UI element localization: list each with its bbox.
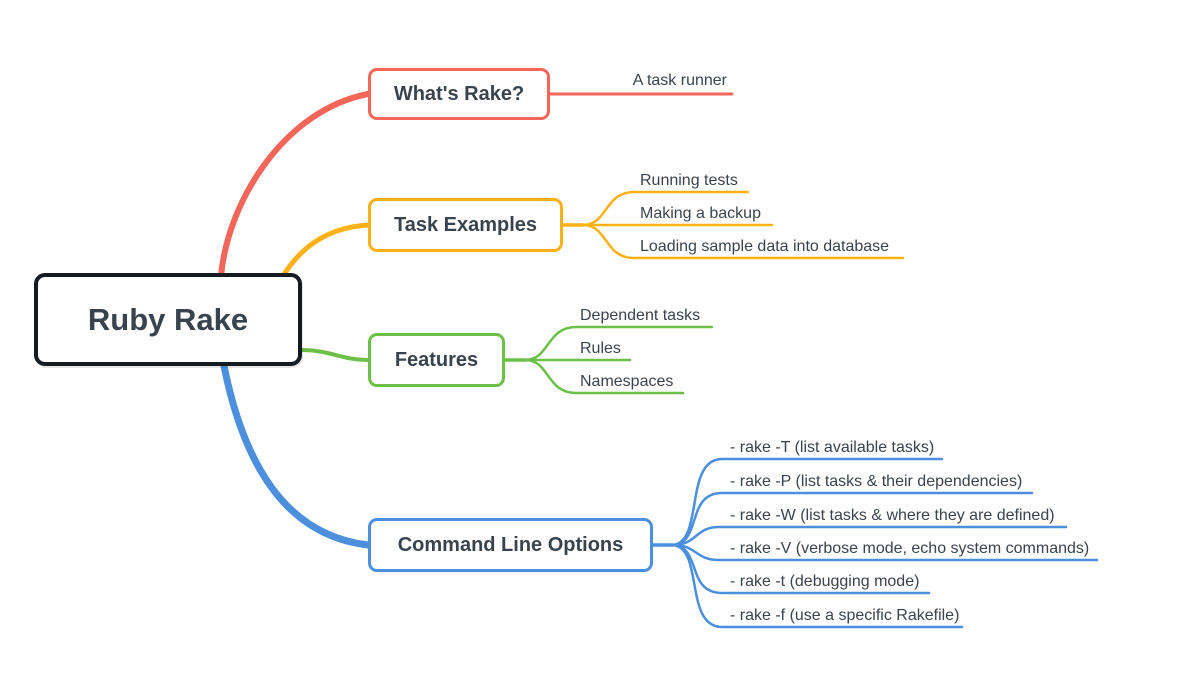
root-node[interactable]: Ruby Rake — [34, 273, 302, 366]
branch-curve — [280, 222, 371, 279]
leaf-line — [581, 223, 905, 260]
leaf-line — [581, 190, 750, 227]
branch-node-command-line-options[interactable]: Command Line Options — [368, 518, 653, 572]
leaf-rake-V[interactable]: - rake -V (verbose mode, echo system com… — [730, 540, 1090, 557]
leaf-running-tests[interactable]: Running tests — [640, 172, 738, 189]
leaf-rake-t[interactable]: - rake -t (debugging mode) — [730, 573, 920, 590]
branch-curve — [218, 91, 371, 279]
branch-node-task-examples[interactable]: Task Examples — [368, 198, 563, 252]
branch-curve — [300, 348, 370, 362]
connectors-cli — [220, 362, 1099, 629]
leaf-line — [523, 325, 714, 362]
leaf-rules[interactable]: Rules — [580, 340, 621, 357]
branch-node-whats-rake[interactable]: What's Rake? — [368, 68, 550, 120]
leaf-line — [523, 358, 685, 395]
leaf-rake-T[interactable]: - rake -T (list available tasks) — [730, 439, 935, 456]
connectors-features — [300, 325, 714, 395]
leaf-dependent-tasks[interactable]: Dependent tasks — [580, 307, 701, 324]
leaf-making-a-backup[interactable]: Making a backup — [640, 205, 761, 222]
leaf-a-task-runner[interactable]: A task runner — [632, 72, 727, 89]
leaf-line — [671, 457, 944, 547]
leaf-line — [671, 491, 1034, 547]
leaf-line — [671, 543, 964, 629]
branch-node-features[interactable]: Features — [368, 333, 505, 387]
connectors-task-examples — [280, 190, 905, 279]
leaf-namespaces[interactable]: Namespaces — [580, 373, 674, 390]
leaf-rake-W[interactable]: - rake -W (list tasks & where they are d… — [730, 507, 1055, 524]
leaf-rake-P[interactable]: - rake -P (list tasks & their dependenci… — [730, 473, 1023, 490]
branch-curve — [220, 362, 372, 549]
leaf-loading-sample-data[interactable]: Loading sample data into database — [640, 238, 890, 255]
connectors-whats-rake — [218, 91, 734, 279]
leaf-rake-f[interactable]: - rake -f (use a specific Rakefile) — [730, 607, 960, 624]
